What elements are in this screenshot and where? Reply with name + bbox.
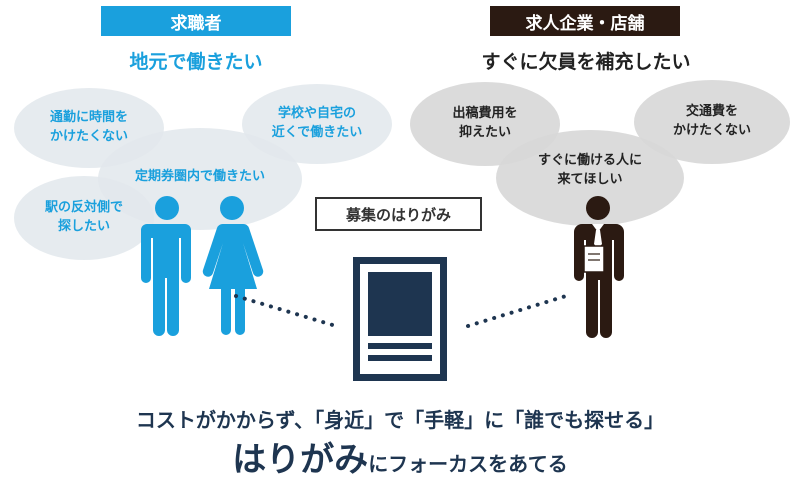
bottom-statement: コストがかからず、「身近」で「手軽」に「誰でも探せる」 bbox=[135, 408, 665, 432]
poster-label: 募集のはりがみ bbox=[315, 197, 482, 231]
woman-icon bbox=[202, 196, 264, 335]
employer-headline: すぐに欠員を補充したい bbox=[481, 51, 691, 73]
bottom-focus: はりがみにフォーカスをあてる bbox=[0, 432, 800, 481]
poster-icon bbox=[353, 257, 447, 381]
businessman-icon bbox=[574, 196, 624, 338]
seeker-label: 求職者 bbox=[101, 6, 291, 36]
man-icon bbox=[141, 196, 191, 336]
seeker-headline: 地元で働きたい bbox=[129, 51, 263, 73]
employer-label: 求人企業・店舗 bbox=[490, 6, 680, 36]
focus-keyword: はりがみ bbox=[232, 440, 369, 480]
seeker-bubble-near-home: 学校や自宅の 近くで働きたい bbox=[242, 84, 392, 164]
focus-text: にフォーカスをあてる bbox=[368, 452, 568, 476]
connector-left bbox=[234, 294, 338, 328]
connector-right bbox=[466, 294, 568, 328]
seeker-bubble-other-side: 駅の反対側で 探したい bbox=[14, 176, 154, 260]
